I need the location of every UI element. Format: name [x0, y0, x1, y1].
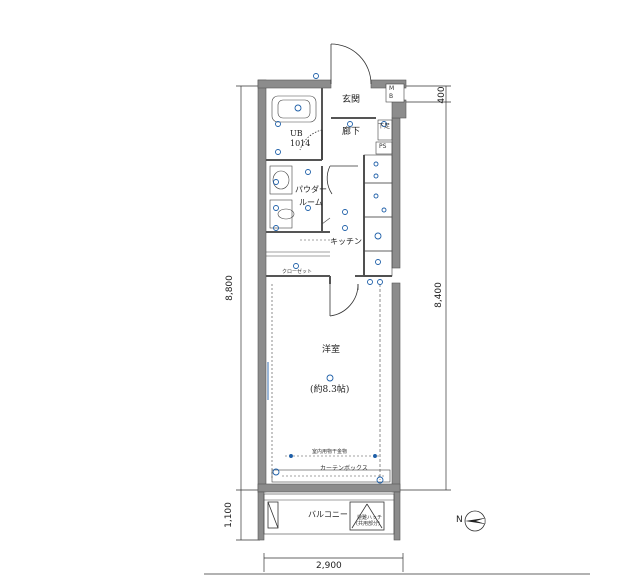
kitchen-label: キッチン: [330, 237, 362, 246]
western-room-label: 洋室: [322, 345, 341, 355]
emergency-hatch: [349, 501, 385, 531]
doors: [299, 43, 372, 317]
compass-icon: [464, 510, 486, 532]
western-room-size: (約8.3帖): [310, 385, 350, 395]
meter-box-b-label: B: [389, 93, 394, 100]
walls: [257, 79, 407, 541]
emergency-hatch-label-line1: 避難ハッチ: [357, 515, 383, 521]
powder-room-label-line1: パウダー: [295, 185, 327, 194]
unit-bath-size: 1014: [290, 139, 311, 148]
balcony-drain: [267, 501, 279, 529]
dimension-right-height: 8,400: [434, 282, 444, 308]
meter-box-m-label: M: [389, 85, 395, 92]
unit-bath-label: UB: [290, 129, 303, 138]
hallway-label: 廊下: [342, 127, 361, 137]
entrance-label: 玄関: [342, 95, 361, 105]
equipment-symbols: [267, 73, 387, 484]
curtain-box-label: カーテンボックス: [320, 465, 368, 472]
partitions: [266, 88, 392, 284]
closet-label: クローゼット: [282, 269, 313, 275]
shoe-storage-label: 下足: [378, 123, 391, 130]
powder-room-label-line2: ルーム: [299, 198, 323, 207]
compass-north-label: N: [456, 515, 463, 525]
dimension-top-right-offset: 400: [437, 86, 447, 104]
balcony-label: バルコニー: [308, 510, 348, 519]
dimension-lines: [204, 85, 590, 575]
dimension-total-width: 2,900: [316, 561, 342, 571]
emergency-hatch-label-line2: (共用部分): [356, 521, 380, 527]
dimension-balcony-depth: 1,100: [224, 502, 234, 528]
dimension-left-height: 8,800: [225, 275, 235, 301]
ps-label: PS: [379, 143, 387, 150]
ceiling-drying-label: 室内用物干金物: [312, 449, 348, 455]
fixture-lines: [263, 83, 405, 535]
